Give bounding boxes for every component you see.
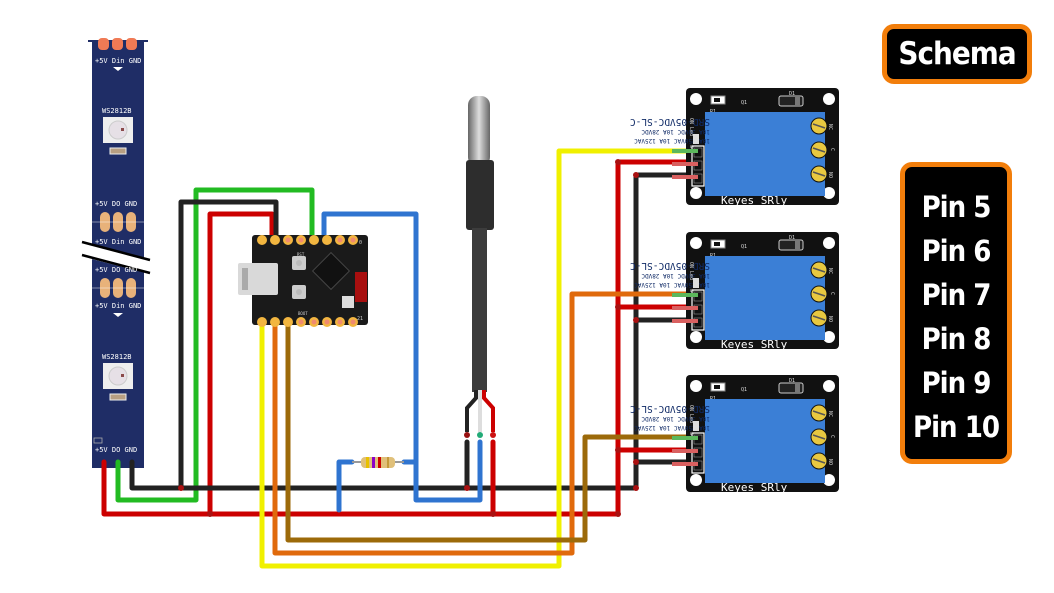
- relay-coil-block: [705, 256, 813, 340]
- svg-text:Q1: Q1: [741, 244, 747, 250]
- wire-5v-bus: [207, 159, 693, 517]
- relay-modules: R1 Q1 D1 SRD-05VDC-SL-C 10A 30VDC 10A 28…: [630, 88, 839, 494]
- led-chip: [103, 117, 133, 143]
- svg-text:21: 21: [357, 316, 363, 322]
- relay-module: R1 Q1 D1 SRD-05VDC-SL-C 10A 30VDC 10A 28…: [630, 232, 839, 351]
- pin-label: Pin 7: [921, 278, 992, 312]
- direction-arrow-icon: [113, 67, 123, 71]
- pin-list-panel: Pin 5 Pin 6 Pin 7 Pin 8 Pin 9 Pin 10: [900, 162, 1012, 464]
- svg-text:ON Led: ON Led: [688, 262, 694, 280]
- svg-text:+5V Din GND: +5V Din GND: [95, 302, 141, 310]
- wire-pin7: [285, 323, 693, 543]
- led-chip-label: WS2812B: [102, 107, 132, 115]
- svg-text:SRD-05VDC-SL-C: SRD-05VDC-SL-C: [630, 260, 710, 271]
- relay-name: Keyes_SRly: [721, 481, 788, 494]
- svg-text:+5V DO GND: +5V DO GND: [95, 200, 137, 208]
- svg-text:SRD-05VDC-SL-C: SRD-05VDC-SL-C: [630, 403, 710, 414]
- led-chip-label: WS2812B: [102, 353, 132, 361]
- relay-coil-block: [705, 399, 813, 483]
- svg-text:D1: D1: [789, 378, 795, 384]
- led-strip: +5V Din GND WS2812B +5V DO GND +5V Din G…: [80, 38, 151, 468]
- svg-text:NO: NO: [827, 459, 833, 465]
- svg-text:+5V Din GND: +5V Din GND: [95, 238, 141, 246]
- relay-module: R1 Q1 D1 SRD-05VDC-SL-C 10A 30VDC 10A 28…: [630, 375, 839, 494]
- svg-text:Q1: Q1: [741, 100, 747, 106]
- svg-text:C: C: [829, 435, 835, 438]
- schema-title: Schema: [898, 36, 1016, 72]
- pin-label: Pin 5: [921, 190, 992, 224]
- svg-text:S: S: [688, 432, 694, 435]
- svg-text:ON Led: ON Led: [688, 118, 694, 136]
- svg-text:SRD-05VDC-SL-C: SRD-05VDC-SL-C: [630, 116, 710, 127]
- resistor: [352, 457, 404, 468]
- svg-text:NC: NC: [827, 411, 833, 417]
- mcu-chip: [311, 251, 351, 291]
- wire-pin5: [259, 148, 693, 569]
- svg-text:+5V DO GND: +5V DO GND: [95, 446, 137, 454]
- svg-text:C: C: [829, 148, 835, 151]
- svg-text:10A 250VAC 10A 125VAC: 10A 250VAC 10A 125VAC: [634, 281, 710, 288]
- svg-text:D1: D1: [789, 235, 795, 241]
- temperature-probe: [464, 96, 496, 438]
- wire-gnd-bus: [178, 172, 693, 491]
- svg-text:ON Led: ON Led: [688, 405, 694, 423]
- pin-label: Pin 8: [921, 322, 992, 356]
- svg-text:BOOT: BOOT: [298, 311, 308, 316]
- wire-strip-data: [115, 187, 315, 503]
- pin-label: Pin 6: [921, 234, 992, 268]
- svg-text:RST: RST: [297, 252, 305, 257]
- svg-text:0: 0: [359, 240, 362, 246]
- led-chip: [103, 363, 133, 389]
- svg-text:10A 30VDC 10A 28VDC: 10A 30VDC 10A 28VDC: [641, 415, 710, 422]
- wire-sensor-data: [321, 211, 483, 503]
- svg-text:10A 30VDC 10A 28VDC: 10A 30VDC 10A 28VDC: [641, 128, 710, 135]
- microcontroller-board: RST BOOT 0 21: [238, 235, 368, 327]
- schema-title-badge: Schema: [882, 24, 1032, 84]
- svg-text:Q1: Q1: [741, 387, 747, 393]
- wire-resistor-left: [336, 459, 355, 513]
- wires: [101, 148, 693, 569]
- strip-top-pad-labels: +5V Din GND: [95, 57, 141, 65]
- svg-text:S: S: [688, 289, 694, 292]
- strip-cut-gap: [80, 241, 150, 274]
- wire-pin6: [272, 291, 693, 556]
- svg-text:NO: NO: [827, 172, 833, 178]
- relay-name: Keyes_SRly: [721, 194, 788, 207]
- svg-text:NC: NC: [827, 124, 833, 130]
- svg-text:D1: D1: [789, 91, 795, 97]
- relay-coil-block: [705, 112, 813, 196]
- svg-text:C: C: [829, 292, 835, 295]
- svg-text:10A 250VAC 10A 125VAC: 10A 250VAC 10A 125VAC: [634, 424, 710, 431]
- wire-strip-gnd: [129, 199, 279, 491]
- svg-text:10A 250VAC 10A 125VAC: 10A 250VAC 10A 125VAC: [634, 137, 710, 144]
- svg-text:NC: NC: [827, 268, 833, 274]
- svg-text:NO: NO: [827, 316, 833, 322]
- svg-text:+5V DO GND: +5V DO GND: [95, 266, 137, 274]
- wire-junctions: [178, 159, 639, 517]
- relay-module: R1 Q1 D1 SRD-05VDC-SL-C 10A 30VDC 10A 28…: [630, 88, 839, 207]
- pin-label: Pin 9: [921, 366, 992, 400]
- pin-label: Pin 10: [912, 410, 1000, 444]
- svg-text:S: S: [688, 145, 694, 148]
- relay-name: Keyes_SRly: [721, 338, 788, 351]
- wire-strip-5v: [101, 211, 275, 517]
- svg-text:10A 30VDC 10A 28VDC: 10A 30VDC 10A 28VDC: [641, 272, 710, 279]
